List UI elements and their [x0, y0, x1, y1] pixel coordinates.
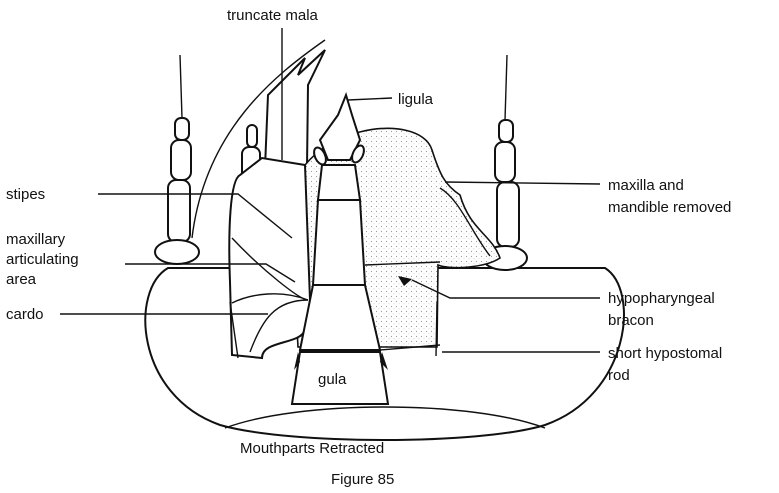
- label-maxillary-3: area: [6, 271, 37, 288]
- label-maxilla-2: mandible removed: [608, 199, 731, 216]
- label-maxilla-1: maxilla and: [608, 177, 684, 194]
- label-cardo: cardo: [6, 306, 44, 323]
- label-hypo-2: bracon: [608, 312, 654, 329]
- label-maxillary-2: articulating: [6, 251, 79, 268]
- caption-view: Mouthparts Retracted: [240, 440, 384, 457]
- label-gula: gula: [318, 371, 347, 388]
- label-ligula: ligula: [398, 91, 434, 108]
- label-maxillary-1: maxillary: [6, 231, 66, 248]
- prementum: [313, 200, 365, 285]
- mentum: [300, 285, 380, 350]
- right-antenna: [483, 55, 527, 270]
- leader-ligula: [348, 98, 392, 100]
- left-maxilla-body: [229, 158, 310, 358]
- caption-figure: Figure 85: [331, 471, 394, 488]
- label-hypo-1: hypopharyngeal: [608, 290, 715, 307]
- leader-maxilla: [445, 182, 600, 184]
- label-hypostomal-2: rod: [608, 367, 630, 384]
- ligula-base: [318, 165, 360, 200]
- label-hypostomal-1: short hypostomal: [608, 345, 722, 362]
- label-stipes: stipes: [6, 186, 45, 203]
- label-truncate-mala: truncate mala: [227, 7, 319, 24]
